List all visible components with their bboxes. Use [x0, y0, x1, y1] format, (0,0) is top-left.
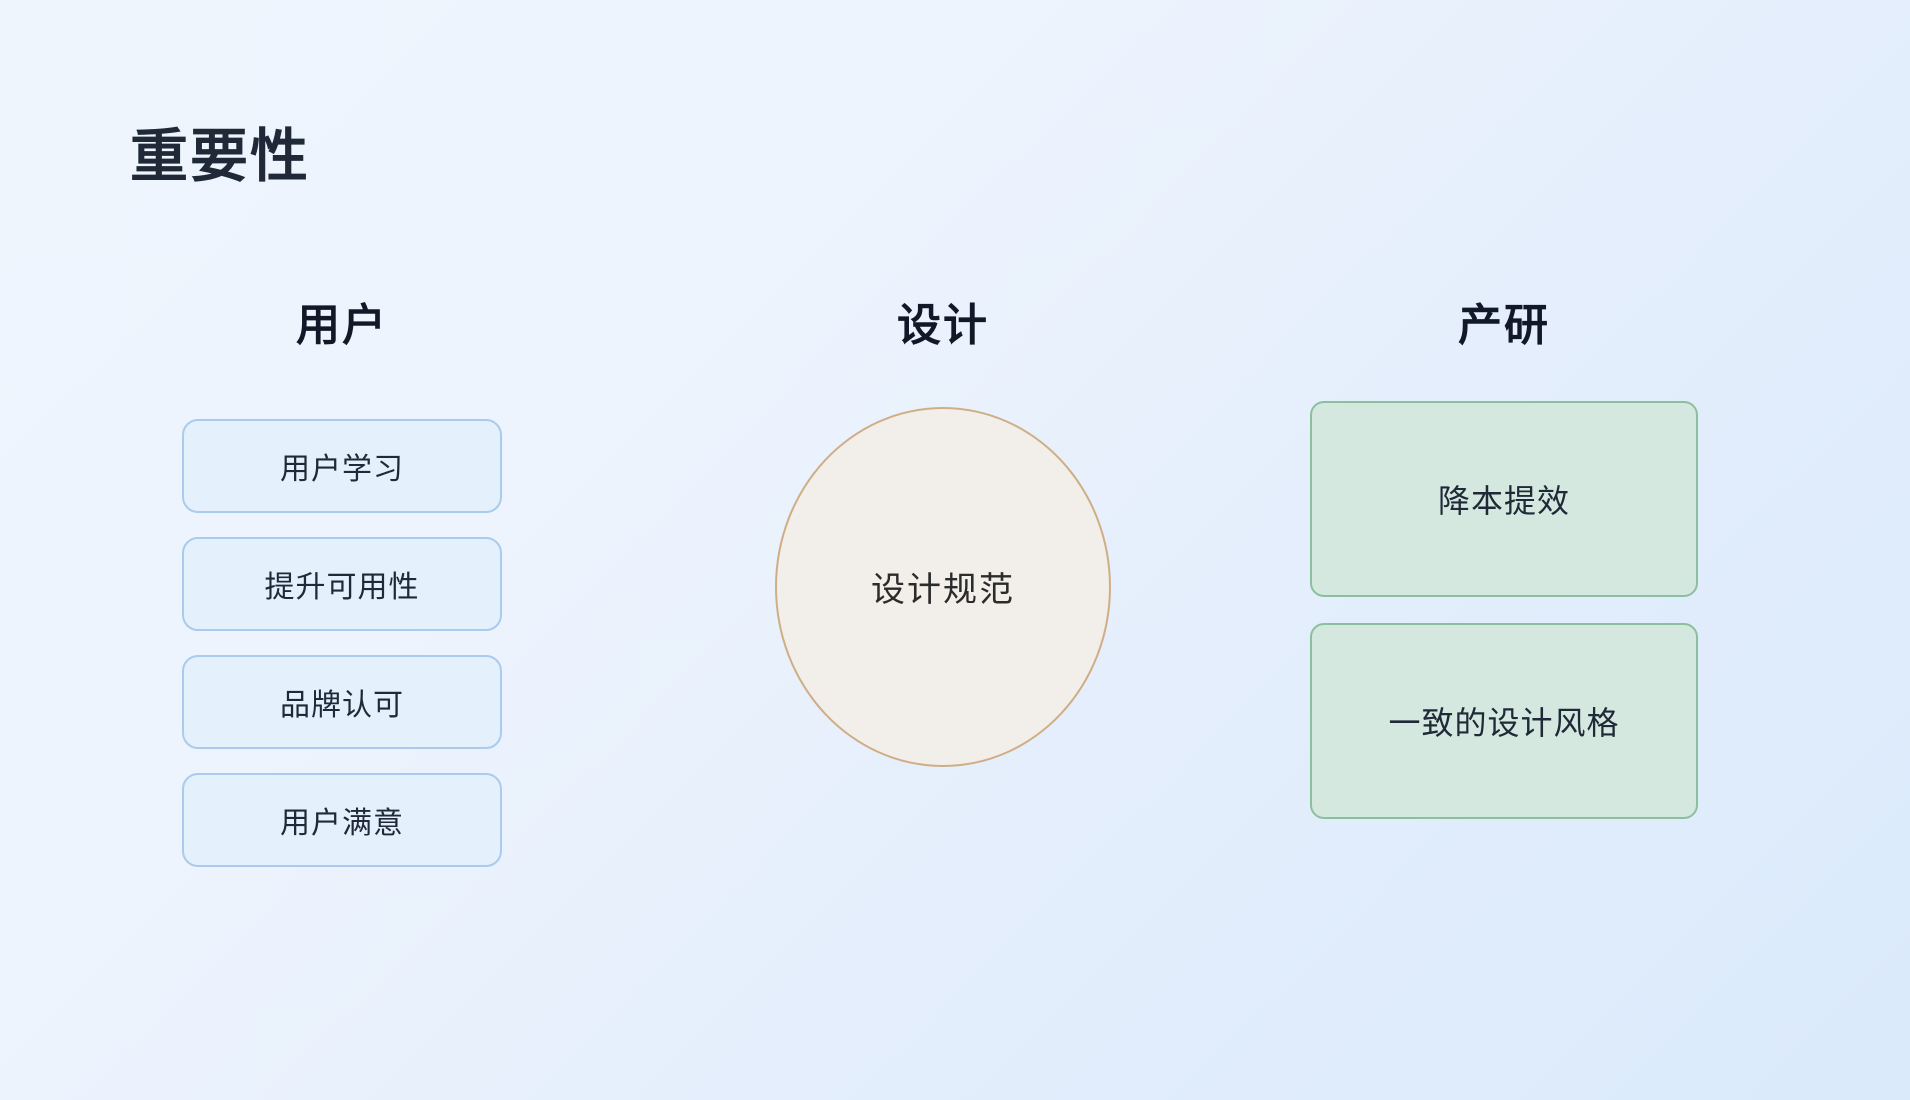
column-product: 产研 降本提效 一致的设计风格 — [1310, 300, 1698, 819]
column-user: 用户 用户学习 提升可用性 品牌认可 用户满意 — [182, 300, 502, 867]
column-design: 设计 设计规范 — [775, 300, 1111, 767]
user-card[interactable]: 品牌认可 — [182, 654, 502, 749]
user-card-label: 用户学习 — [280, 452, 404, 486]
user-card-label: 提升可用性 — [264, 570, 420, 604]
product-card[interactable]: 一致的设计风格 — [1310, 622, 1698, 819]
user-card[interactable]: 用户满意 — [182, 772, 502, 867]
column-header-product: 产研 — [1458, 301, 1550, 350]
design-circle-wrap: 设计规范 — [775, 406, 1111, 767]
product-card-label: 降本提效 — [1437, 482, 1570, 519]
product-card-list: 降本提效 一致的设计风格 — [1310, 400, 1698, 819]
page-title: 重要性 — [130, 123, 311, 189]
user-card[interactable]: 提升可用性 — [182, 536, 502, 631]
user-card-label: 品牌认可 — [280, 688, 404, 722]
product-card[interactable]: 降本提效 — [1310, 400, 1698, 597]
user-card[interactable]: 用户学习 — [182, 418, 502, 513]
column-header-design: 设计 — [897, 301, 989, 350]
column-header-user: 用户 — [296, 301, 388, 350]
design-standard-circle[interactable]: 设计规范 — [775, 406, 1111, 767]
user-card-label: 用户满意 — [280, 806, 404, 840]
user-card-list: 用户学习 提升可用性 品牌认可 用户满意 — [182, 418, 502, 867]
product-card-label: 一致的设计风格 — [1388, 704, 1620, 741]
design-circle-label: 设计规范 — [871, 571, 1015, 610]
